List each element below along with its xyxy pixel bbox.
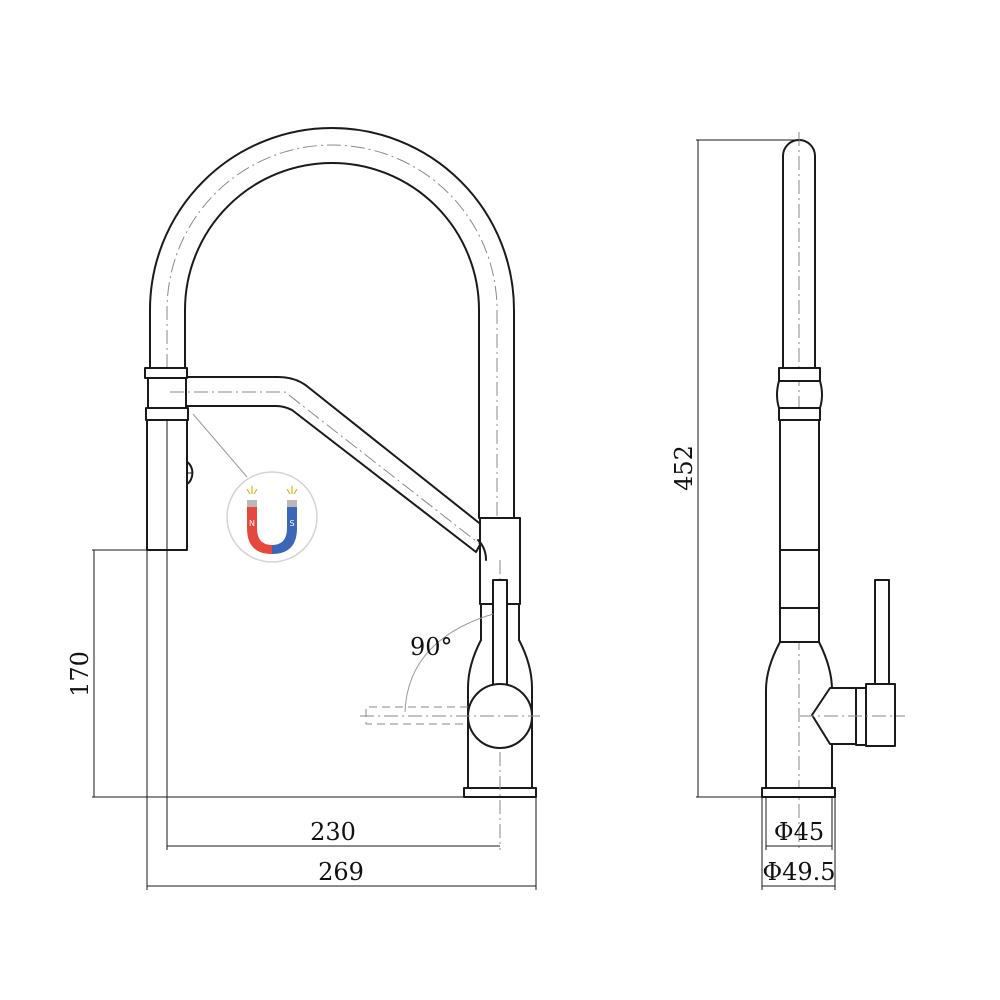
dimension-spout-height: 170 bbox=[66, 549, 464, 798]
reach-label: 230 bbox=[310, 818, 356, 846]
side-base-flange bbox=[761, 787, 836, 798]
gooseneck-inner bbox=[184, 162, 480, 519]
side-collar bbox=[778, 367, 821, 382]
magnet-leader bbox=[192, 413, 248, 478]
dimension-base-diameter: Φ45 bbox=[765, 797, 833, 850]
holder-arm-centerline bbox=[170, 391, 491, 553]
flange-diameter-label: Φ49.5 bbox=[762, 858, 835, 886]
spray-head-ring bbox=[145, 407, 189, 421]
magnet-icon: N S bbox=[246, 486, 298, 554]
magnet-north-text: N bbox=[249, 519, 255, 528]
handle-rotation-label: 90° bbox=[410, 633, 453, 661]
dimension-overall-width: 269 bbox=[146, 550, 537, 890]
side-spray-head bbox=[779, 419, 820, 551]
dimension-overall-height: 452 bbox=[670, 139, 799, 798]
overall-width-label: 269 bbox=[318, 858, 364, 886]
spray-head-neck bbox=[147, 377, 187, 409]
side-handle-block bbox=[865, 683, 896, 747]
side-neck bbox=[779, 549, 820, 609]
handle-lever bbox=[492, 579, 508, 701]
dimension-flange-diameter: Φ49.5 bbox=[761, 797, 836, 890]
rotation-arc bbox=[404, 613, 494, 713]
magnet-spark-icon bbox=[246, 486, 298, 495]
spray-button-icon bbox=[186, 461, 194, 485]
overall-height-label: 452 bbox=[670, 445, 698, 491]
magnet-south-pole bbox=[272, 505, 297, 554]
gooseneck-centerline bbox=[166, 144, 498, 550]
gooseneck-outer bbox=[149, 127, 515, 519]
magnet-north-pole bbox=[247, 505, 272, 554]
side-collar-ring bbox=[778, 407, 821, 421]
spray-head-collar bbox=[144, 367, 188, 379]
spout-height-label: 170 bbox=[66, 651, 94, 697]
side-handle-lever bbox=[874, 579, 890, 685]
magnet-south-text: S bbox=[289, 519, 294, 528]
dimension-reach: 230 bbox=[166, 420, 500, 850]
side-neck-ring bbox=[779, 607, 820, 643]
magnet-south-tip bbox=[287, 500, 297, 507]
front-view: 90° N S 170 bbox=[66, 127, 540, 890]
base-diameter-label: Φ45 bbox=[774, 818, 824, 846]
magnet-north-tip bbox=[247, 500, 257, 507]
side-view: 452 Φ45 Φ49.5 bbox=[670, 132, 905, 890]
